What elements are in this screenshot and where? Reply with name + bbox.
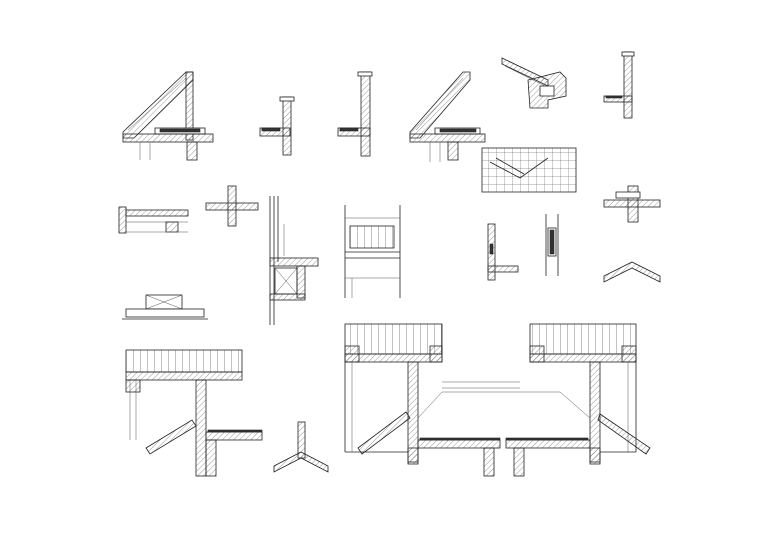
window-frame-detail: [545, 214, 559, 276]
eave-detail-2: [409, 71, 486, 162]
railing-elevation: [344, 205, 401, 298]
large-section-center: [344, 323, 651, 477]
wall-cap-detail-1: [259, 96, 295, 156]
beam-detail: [118, 206, 189, 234]
eave-detail-1: [122, 71, 214, 161]
ridge-detail-2: [273, 421, 329, 473]
column-joint-detail: [603, 185, 661, 223]
window-wall-section: [269, 196, 319, 325]
small-wall-detail: [487, 223, 519, 281]
large-section-left: [125, 349, 263, 477]
gutter-detail: [501, 57, 567, 109]
sill-detail: [122, 294, 208, 320]
parapet-detail: [603, 51, 635, 119]
wall-cap-detail-2: [337, 71, 373, 157]
cross-joint-detail: [205, 185, 259, 227]
grid-elevation-detail: [481, 147, 577, 193]
ridge-detail-1: [603, 261, 661, 283]
